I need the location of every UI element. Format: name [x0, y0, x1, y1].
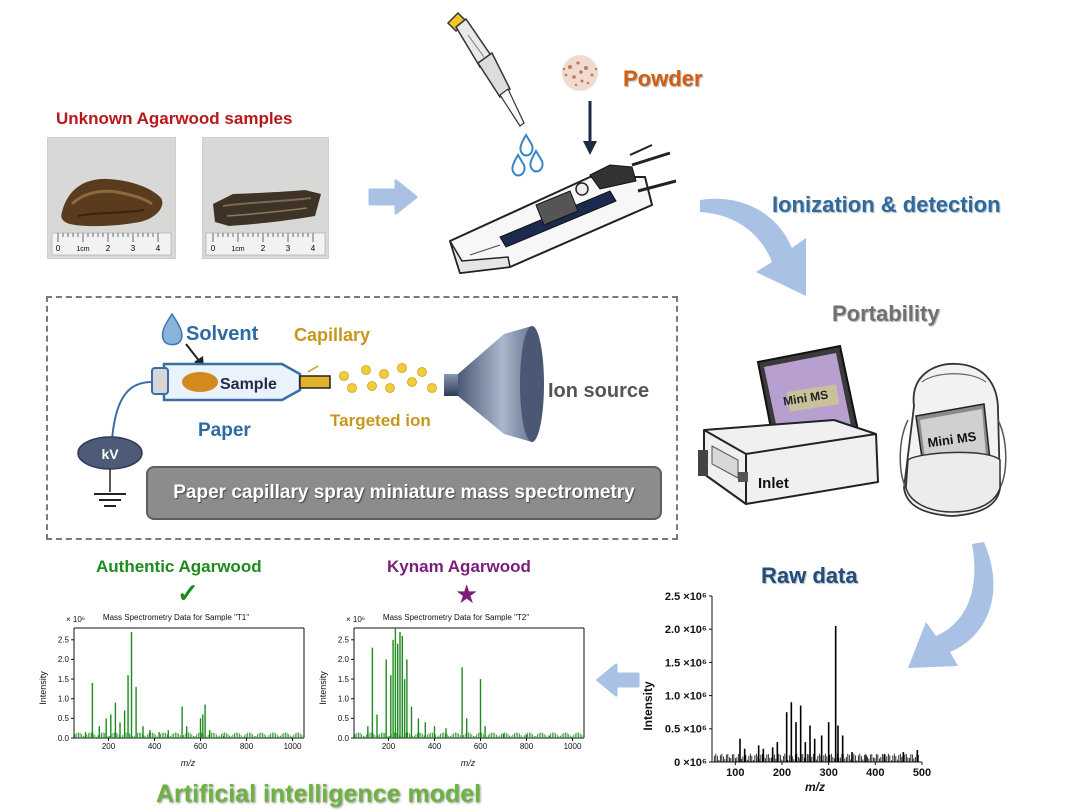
star-icon: ★ — [455, 579, 479, 609]
t2-plot-xtick-label: 400 — [428, 742, 442, 751]
ionization-label: Ionization & detection — [772, 192, 1001, 217]
solvent-drops-icon — [511, 133, 544, 177]
t2-multiplier: × 10⁶ — [346, 615, 365, 624]
t2-spectrum-plot: 200 400 600 800 1000 0.0 0.5 1.0 1.5 2.0 2.5 — [338, 627, 585, 751]
ruler2-tick-3: 3 — [286, 244, 291, 253]
t2-plot-xtick-label: 1000 — [564, 742, 582, 751]
ruler1-tick-1: 1cm — [76, 246, 89, 253]
portability-label: Portability — [832, 301, 940, 326]
targeted-ion-particles — [339, 363, 437, 393]
t1-plot-xtick-label: 1000 — [284, 742, 302, 751]
t1-plot-ytick-label: 2.5 — [58, 636, 70, 645]
sample-loading-illustration — [446, 11, 677, 274]
agarwood-photo-2-graphic: 0 1cm 2 3 4 — [203, 138, 328, 258]
pipette-icon — [446, 11, 525, 127]
kv-label: kV — [101, 446, 119, 462]
ion-source-label: Ion source — [548, 380, 649, 402]
raw-xlabel: m/z — [805, 780, 825, 794]
t2-plot-ytick-label: 0.5 — [338, 714, 350, 723]
sample-label: Sample — [220, 376, 277, 393]
raw-spectrum-plot: 100 200 300 400 500 0 ×10⁶ 0.5 ×10⁶ 1.0 ×10⁶ 1.5… — [665, 591, 931, 779]
t2-xlabel: m/z — [461, 758, 476, 768]
technique-banner: Paper capillary spray miniature mass spe… — [146, 466, 662, 520]
ruler1-tick-0: 0 — [56, 244, 61, 253]
t2-title: Mass Spectrometry Data for Sample "T2" — [383, 613, 529, 622]
paper-label: Paper — [198, 420, 251, 441]
t1-plot-ytick-label: 0.0 — [58, 734, 70, 743]
ruler1-tick-2: 2 — [106, 244, 111, 253]
inlet-label: Inlet — [758, 475, 789, 492]
raw-plot-ytick-label: 1.5 ×10⁶ — [665, 657, 707, 669]
check-mark-icon: ✓ — [177, 578, 199, 608]
t1-plot-xtick-label: 200 — [102, 742, 116, 751]
raw-plot-xtick-label: 500 — [913, 767, 931, 779]
curved-arrow-down-left-icon — [908, 542, 994, 668]
backpack-icon: Mini MS — [899, 362, 1007, 517]
ruler2-tick-0: 0 — [211, 244, 216, 253]
t2-plot-xtick-label: 600 — [474, 742, 488, 751]
curved-arrow-down-right-icon — [700, 198, 806, 296]
raw-plot-xtick-label: 400 — [866, 767, 884, 779]
solvent-label: Solvent — [186, 323, 259, 345]
t2-plot-ytick-label: 1.5 — [338, 675, 350, 684]
t2-plot-ytick-label: 0.0 — [338, 734, 350, 743]
t1-plot-ytick-label: 1.5 — [58, 675, 70, 684]
ruler1-tick-4: 4 — [156, 244, 161, 253]
powder-icon — [562, 55, 598, 91]
t1-title: Mass Spectrometry Data for Sample "T1" — [103, 613, 249, 622]
t1-ylabel: Intensity — [38, 671, 48, 705]
flow-arrow-right-icon — [368, 179, 418, 215]
t2-plot-xtick-label: 800 — [520, 742, 534, 751]
t1-plot-ytick-label: 1.0 — [58, 695, 70, 704]
paper-spray-setup-panel — [46, 296, 678, 540]
raw-plot-xtick-label: 100 — [726, 767, 744, 779]
backpack-label: Mini MS — [927, 429, 978, 451]
raw-plot-xtick-label: 200 — [773, 767, 791, 779]
t2-ylabel: Intensity — [318, 671, 328, 705]
raw-data-label: Raw data — [761, 563, 858, 588]
ai-model-label: Artificial intelligence model — [156, 780, 482, 808]
capillary-label: Capillary — [294, 325, 370, 345]
raw-plot-ytick-label: 0 ×10⁶ — [674, 757, 707, 769]
t1-xlabel: m/z — [181, 758, 196, 768]
targeted-ion-label: Targeted ion — [330, 411, 431, 430]
raw-plot-ytick-label: 1.0 ×10⁶ — [665, 690, 707, 702]
t2-plot-xtick-label: 200 — [382, 742, 396, 751]
authentic-label: Authentic Agarwood — [96, 557, 262, 576]
agarwood-photo-1: 0 1cm 2 3 4 — [47, 137, 176, 259]
solvent-drop-icon — [161, 312, 183, 346]
ruler2-tick-2: 2 — [261, 244, 266, 253]
paper-capillary-device-icon — [449, 144, 677, 274]
samples-title: Unknown Agarwood samples — [56, 109, 293, 128]
t2-plot-ytick-label: 2.5 — [338, 636, 350, 645]
raw-plot-xtick-label: 300 — [819, 767, 837, 779]
t1-plot-xtick-label: 400 — [148, 742, 162, 751]
ruler2-tick-4: 4 — [311, 244, 316, 253]
t1-plot-xtick-label: 600 — [194, 742, 208, 751]
ruler2-tick-1: 1cm — [231, 246, 244, 253]
t1-spectrum-plot: 200 400 600 800 1000 0.0 0.5 1.0 1.5 2.0 2.5 — [58, 627, 305, 751]
raw-ylabel: Intensity — [641, 681, 655, 731]
kynam-label: Kynam Agarwood — [387, 557, 531, 576]
t1-plot-xtick-label: 800 — [240, 742, 254, 751]
agarwood-photo-2: 0 1cm 2 3 4 — [202, 137, 329, 259]
raw-spectrum-chart: 100 200 300 400 500 0 ×10⁶ 0.5 ×10⁶ 1.0 ×10⁶ 1.5… — [641, 591, 931, 794]
t2-plot-ytick-label: 2.0 — [338, 655, 350, 664]
flow-arrow-left-icon — [596, 663, 640, 697]
paper-spray-schematic: Solvent Capillary Sample Paper Targeted … — [77, 312, 649, 507]
raw-plot-ytick-label: 2.0 ×10⁶ — [665, 624, 707, 636]
t1-plot-ytick-label: 2.0 — [58, 655, 70, 664]
t1-multiplier: × 10⁶ — [66, 615, 85, 624]
t2-spectrum-chart: Mass Spectrometry Data for Sample "T2" ×… — [318, 613, 585, 768]
raw-plot-ytick-label: 0.5 ×10⁶ — [665, 724, 707, 736]
raw-plot-ytick-label: 2.5 ×10⁶ — [665, 591, 707, 603]
down-arrow-icon — [583, 101, 597, 155]
agarwood-photo-1-graphic: 0 1cm 2 3 4 — [48, 138, 175, 258]
t1-plot-ytick-label: 0.5 — [58, 714, 70, 723]
powder-label: Powder — [623, 66, 703, 91]
ruler1-tick-3: 3 — [131, 244, 136, 253]
t1-spectrum-chart: Mass Spectrometry Data for Sample "T1" ×… — [38, 613, 305, 768]
mini-ms-instrument-icon: Mini MS Inlet — [698, 344, 879, 505]
t2-plot-ytick-label: 1.0 — [338, 695, 350, 704]
